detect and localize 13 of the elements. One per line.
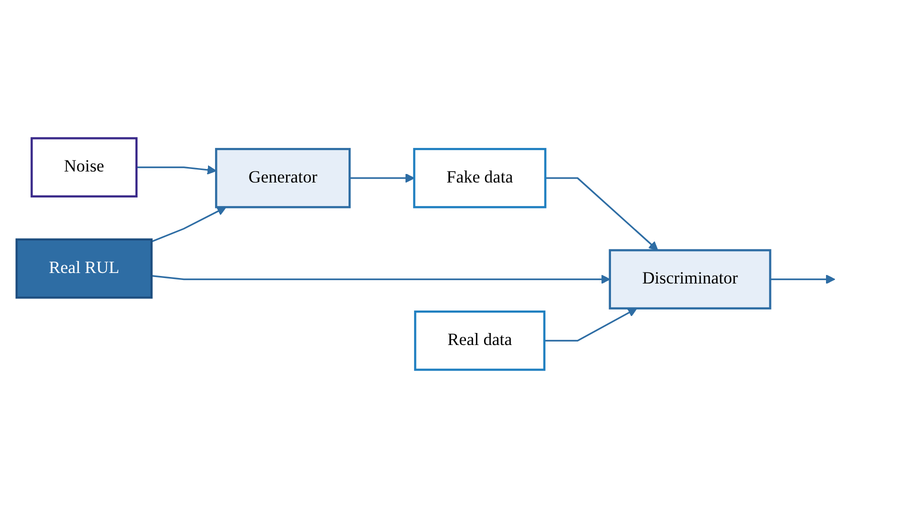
node-box: Real RUL [16,238,153,298]
arrow [544,307,638,341]
node-box: Discriminator [608,248,772,309]
node-box: Fake data [413,147,546,208]
node-box: Real data [414,310,546,370]
arrow [136,164,217,174]
node-box: Generator [215,147,351,208]
arrow [151,274,610,284]
node-box: Noise [30,136,138,197]
arrow [770,274,836,284]
arrow [350,172,415,182]
arrow [545,176,658,250]
arrow [151,206,226,242]
